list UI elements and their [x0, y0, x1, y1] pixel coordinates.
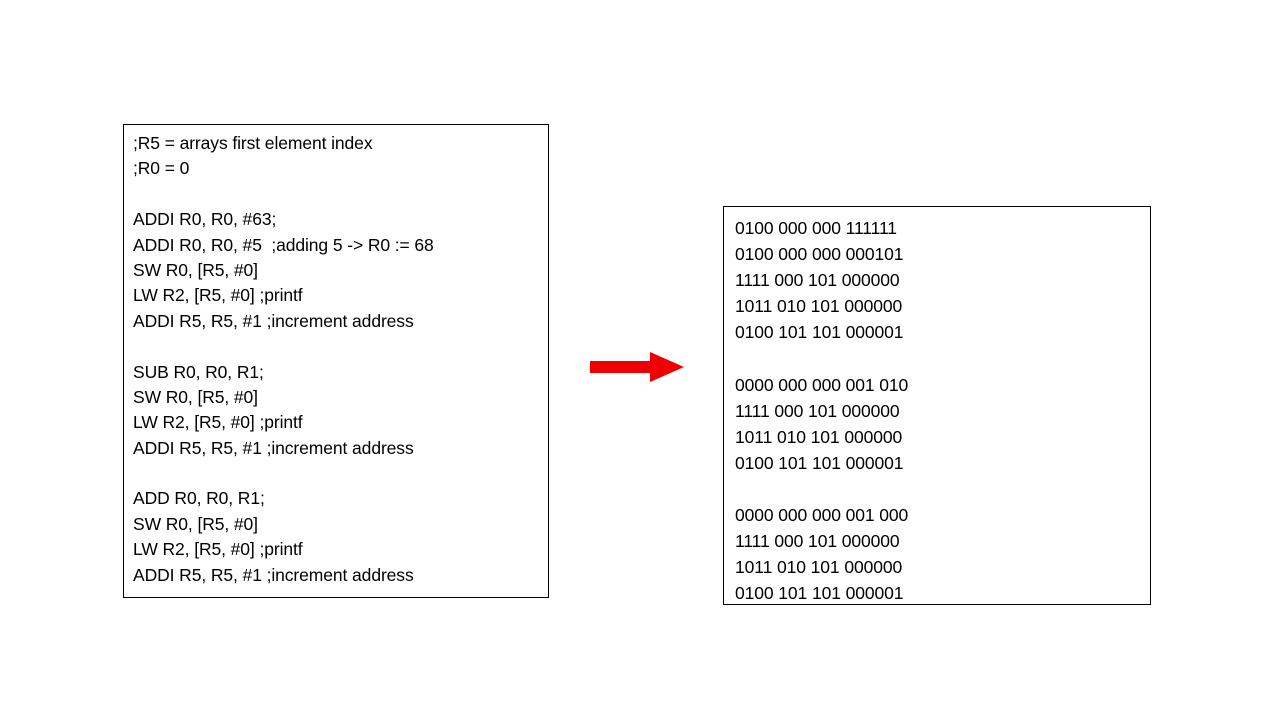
assembly-line: LW R2, [R5, #0] ;printf	[133, 285, 303, 306]
assembly-line: LW R2, [R5, #0] ;printf	[133, 539, 303, 560]
assembly-line: ;R0 = 0	[133, 158, 190, 179]
machine-code-line: 0000 000 000 001 000	[735, 505, 909, 526]
machine-code-line	[735, 476, 1150, 502]
machine-code-box: 0100 000 000 111111 0100 000 000 000101 11…	[723, 206, 1151, 605]
assembly-line: ADDI R5, R5, #1 ;increment address	[133, 437, 414, 458]
right-arrow-polygon	[590, 352, 684, 382]
machine-code-line: 1011 010 101 000000	[735, 296, 903, 317]
assembly-line: ADDI R5, R5, #1 ;increment address	[133, 310, 414, 331]
assembly-line: ADDI R0, R0, #5 ;adding 5 -> R0 := 68	[133, 234, 434, 255]
assembly-line: SUB R0, R0, R1;	[133, 361, 264, 382]
machine-code-line: 0100 101 101 000001	[735, 322, 904, 343]
right-arrow-icon	[588, 348, 686, 386]
assembly-line	[133, 182, 548, 207]
machine-code-line	[735, 345, 1150, 371]
right-arrow-shape	[590, 352, 684, 382]
machine-code-line: 0100 101 101 000001	[735, 452, 904, 473]
machine-code-line: 1011 010 101 000000	[735, 557, 903, 578]
assembly-line: ADDI R5, R5, #1 ;increment address	[133, 564, 414, 585]
machine-code-line: 0000 000 000 001 010	[735, 374, 909, 395]
machine-code-line: 1011 010 101 000000	[735, 426, 903, 447]
assembly-line: ;R5 = arrays first element index	[133, 133, 373, 153]
machine-code-line: 0100 101 101 000001	[735, 583, 904, 604]
assembly-line	[133, 334, 548, 359]
assembly-line: ADDI R0, R0, #63;	[133, 209, 277, 230]
assembly-line: SW R0, [R5, #0]	[133, 513, 258, 534]
machine-code-line: 1111 000 101 000000	[735, 531, 900, 552]
machine-code-line: 1111 000 101 000000	[735, 400, 900, 421]
assembly-source-box: ;R5 = arrays first element index;R0 = 0 …	[123, 124, 549, 598]
machine-code-line: 0100 000 000 000101	[735, 244, 904, 265]
machine-code-line: 0100 000 000 111111	[735, 218, 897, 238]
assembly-line: SW R0, [R5, #0]	[133, 259, 258, 280]
assembly-line: LW R2, [R5, #0] ;printf	[133, 412, 303, 433]
machine-code-line: 1111 000 101 000000	[735, 270, 900, 291]
assembly-line: ADD R0, R0, R1;	[133, 488, 265, 509]
assembly-line-list: ;R5 = arrays first element index;R0 = 0 …	[124, 125, 548, 588]
machine-code-line-list: 0100 000 000 111111 0100 000 000 000101 11…	[724, 207, 1150, 604]
assembly-line: SW R0, [R5, #0]	[133, 386, 258, 407]
assembly-line	[133, 461, 548, 486]
